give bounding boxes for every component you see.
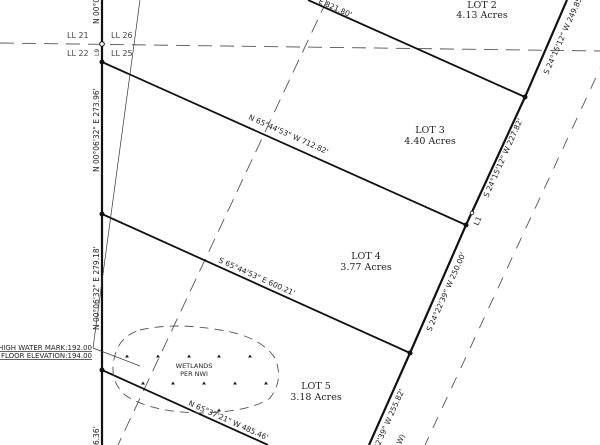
wetland-symbol-icon	[125, 354, 129, 358]
note-leader-line	[92, 0, 141, 349]
wetlands-label: WETLANDS	[176, 362, 213, 370]
wetland-symbol-icon	[171, 381, 175, 385]
lot-5-label: LOT 5 3.18 Acres	[290, 381, 342, 403]
iron-pin-marker	[522, 94, 528, 100]
bearing-lot4-south: S 65°44'53" E 600.21'	[217, 256, 296, 298]
dashed-setback-line	[117, 0, 328, 445]
iron-pin-marker	[407, 350, 413, 356]
east-boundary-line	[367, 0, 569, 445]
floor-elevation-note: D FLOOR ELEVATION:194.00	[0, 352, 92, 360]
lot-4-label: LOT 4 3.77 Acres	[340, 251, 392, 273]
iron-pin-marker	[99, 59, 105, 65]
lot-4-name: LOT 4	[351, 251, 381, 262]
wetland-symbol-icon	[202, 381, 206, 385]
note-leader-line	[92, 347, 141, 367]
iron-pin-marker	[99, 367, 105, 373]
wetlands-boundary	[112, 325, 279, 414]
high-water-mark-note: HIGH WATER MARK:192.00	[0, 344, 92, 352]
wetland-symbol-icon	[187, 354, 191, 358]
land-lot-line	[0, 42, 600, 52]
bearing-west-top: N 00°0	[92, 0, 101, 24]
bearing-west-lot5: 6.36'	[92, 426, 101, 445]
land-lot-22-label: LL 22	[67, 49, 89, 58]
lot-5-name: LOT 5	[301, 381, 331, 392]
wetland-symbol-icon	[217, 408, 221, 412]
wetlands-source-label: PER NWI	[180, 370, 208, 378]
open-pin-marker	[99, 41, 105, 47]
lot3-lot4-line	[101, 61, 467, 226]
lot-2-label: LOT 2 4.13 Acres	[456, 0, 508, 21]
bearing-west-lot4: N 00°06'32" E 279.18'	[92, 246, 101, 330]
bearing-lot3-south: N 65°44'53" W 712.82'	[247, 113, 330, 156]
road-label-fragment: W)	[395, 433, 407, 445]
wetland-symbols	[125, 354, 268, 412]
bearing-east-lot4: S 24°22'39" W 250.00'	[425, 251, 468, 333]
land-lot-25-label: LL 25	[111, 49, 133, 58]
lot-3-name: LOT 3	[415, 125, 445, 136]
lot-3-label: LOT 3 4.40 Acres	[404, 125, 456, 147]
lot-5-area: 3.18 Acres	[290, 392, 342, 403]
wetland-symbol-icon	[141, 381, 145, 385]
iron-pin-marker	[463, 222, 469, 228]
dashed-road-line	[424, 67, 600, 445]
bearing-east-lot3: S 24°15'12" W 227.82'	[482, 117, 525, 199]
line-marker-label: L9	[94, 49, 101, 56]
lot4-lot5-line	[101, 213, 411, 354]
wetland-symbol-icon	[248, 354, 252, 358]
wetland-symbol-icon	[264, 381, 268, 385]
land-lot-21-label: LL 21	[67, 31, 89, 40]
lot-3-area: 4.40 Acres	[404, 136, 456, 147]
lot5-south-line	[101, 369, 269, 445]
wetland-symbol-icon	[233, 381, 237, 385]
curve-marker	[469, 210, 475, 216]
lot2-lot3-line	[307, 0, 526, 98]
bearing-west-lot3: N 00°06'32" E 273.96'	[92, 88, 101, 172]
lot-2-area: 4.13 Acres	[456, 10, 508, 21]
lot-4-area: 3.77 Acres	[340, 262, 392, 273]
bearing-lot5-north: N 65°37'21" W 485.46'	[187, 399, 270, 442]
wetland-symbol-icon	[217, 354, 221, 358]
land-lot-26-label: LL 26	[111, 31, 133, 40]
wetland-symbol-icon	[156, 354, 160, 358]
iron-pin-marker	[99, 211, 105, 217]
curve-label: L1	[472, 215, 484, 227]
lot-2-name: LOT 2	[467, 0, 497, 11]
